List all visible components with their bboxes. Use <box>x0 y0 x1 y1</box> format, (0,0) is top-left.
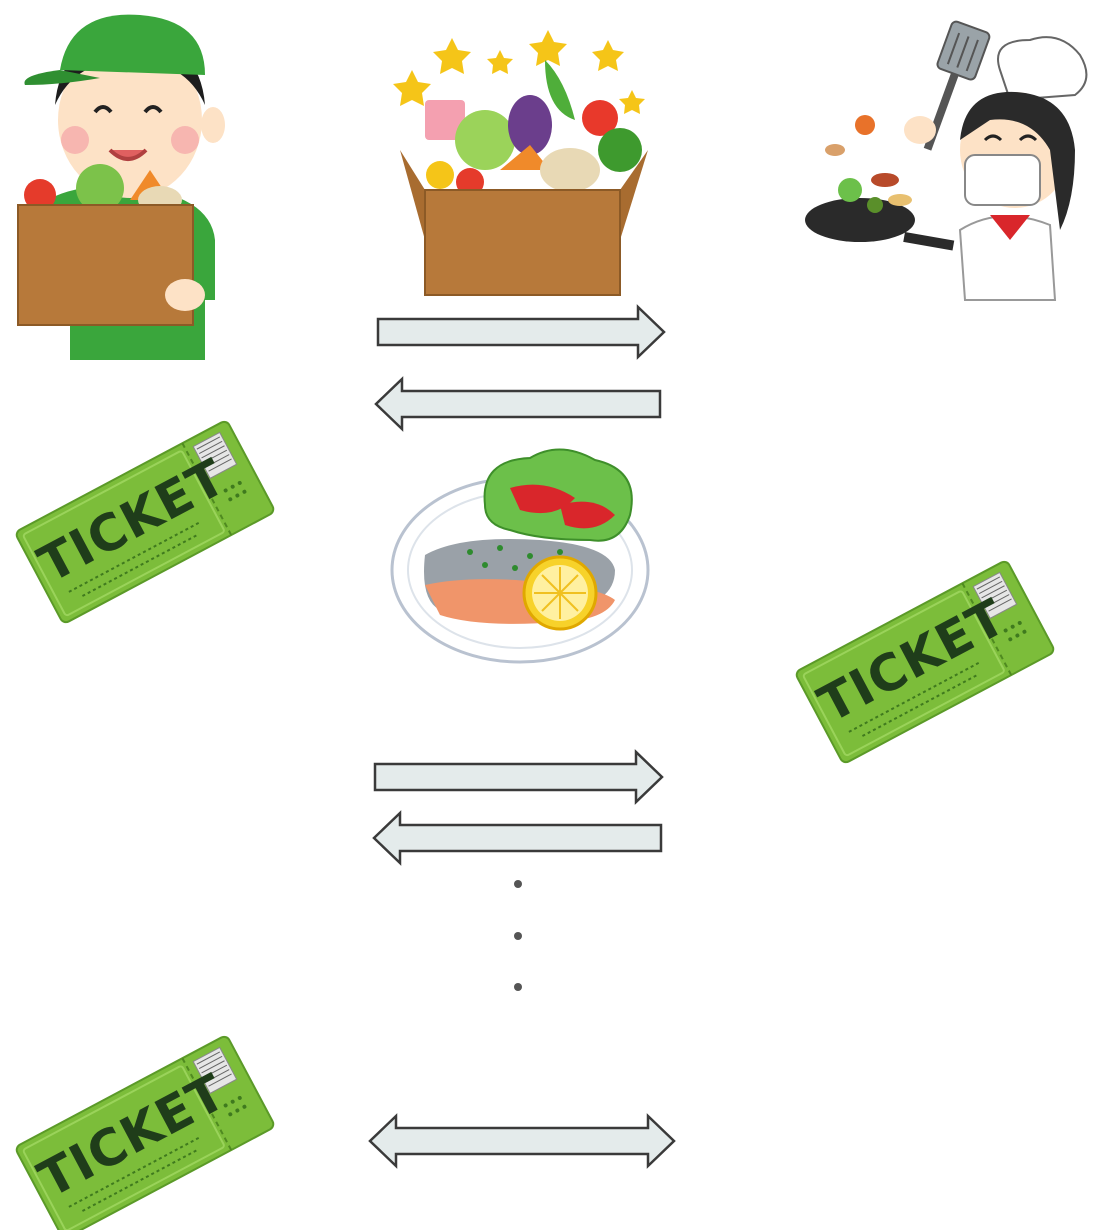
delivery-person-figure <box>17 14 225 360</box>
salmon-dish-figure <box>390 448 650 664</box>
vegetable-box-figure <box>393 30 648 296</box>
arrow-right-2 <box>373 749 664 805</box>
chef-figure <box>805 20 1088 301</box>
ticket-left-2: TICKET <box>13 1033 277 1230</box>
vertical-ellipsis <box>514 880 522 991</box>
arrow-left-2 <box>372 810 663 866</box>
ticket-left-1: TICKET <box>13 418 277 626</box>
ticket-right-1: TICKET <box>793 558 1057 766</box>
ellipsis-dot-2 <box>514 932 522 940</box>
ellipsis-dot-3 <box>514 983 522 991</box>
ellipsis-dot-1 <box>514 880 522 888</box>
arrow-right-1 <box>376 304 666 360</box>
arrow-double <box>368 1113 676 1169</box>
arrow-left-1 <box>374 376 662 432</box>
